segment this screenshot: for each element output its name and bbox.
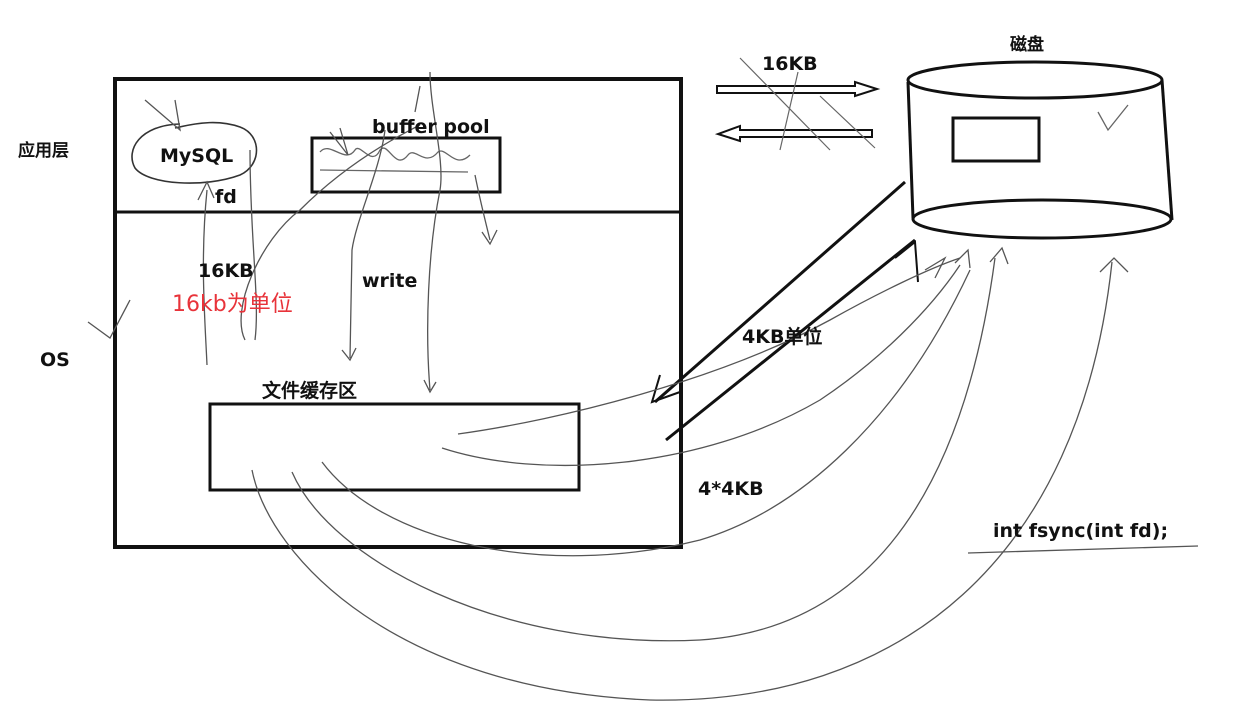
mysql-ellipse (131, 121, 258, 184)
label-fsync: int fsync(int fd); (993, 520, 1169, 542)
label-mysql: MySQL (160, 145, 234, 167)
label-write: write (362, 270, 418, 292)
arrow-to-disk (716, 80, 881, 98)
disk-cylinder (906, 60, 1174, 240)
label-os: OS (40, 349, 70, 371)
diag-arrowhead (650, 374, 681, 404)
fsync-underline (967, 545, 1199, 554)
label-buffer-pool: buffer pool (372, 116, 490, 138)
label-app-layer: 应用层 (18, 141, 69, 161)
buffer-pool-box (310, 136, 502, 194)
diag-line-1 (654, 180, 906, 404)
label-fd: fd (215, 186, 237, 208)
flush-curves (251, 246, 1129, 701)
label-file-cache: 文件缓存区 (262, 380, 358, 402)
buffer-pool-scribble (319, 147, 471, 173)
label-os-16kb: 16KB (198, 260, 254, 282)
arrow-scratch (739, 57, 876, 151)
outer-box (113, 77, 683, 549)
label-disk: 磁盘 (1010, 35, 1044, 55)
label-4x4kb: 4*4KB (698, 478, 764, 500)
diag-arrowhead-2 (894, 240, 919, 283)
file-cache-box (208, 402, 581, 492)
label-disk-16kb: 16KB (762, 53, 818, 75)
app-sketch-strokes (87, 71, 498, 394)
label-4kb-unit: 4KB单位 (742, 326, 823, 348)
arrow-from-disk (714, 124, 873, 143)
label-16kb-unit: 16kb为单位 (172, 292, 293, 317)
